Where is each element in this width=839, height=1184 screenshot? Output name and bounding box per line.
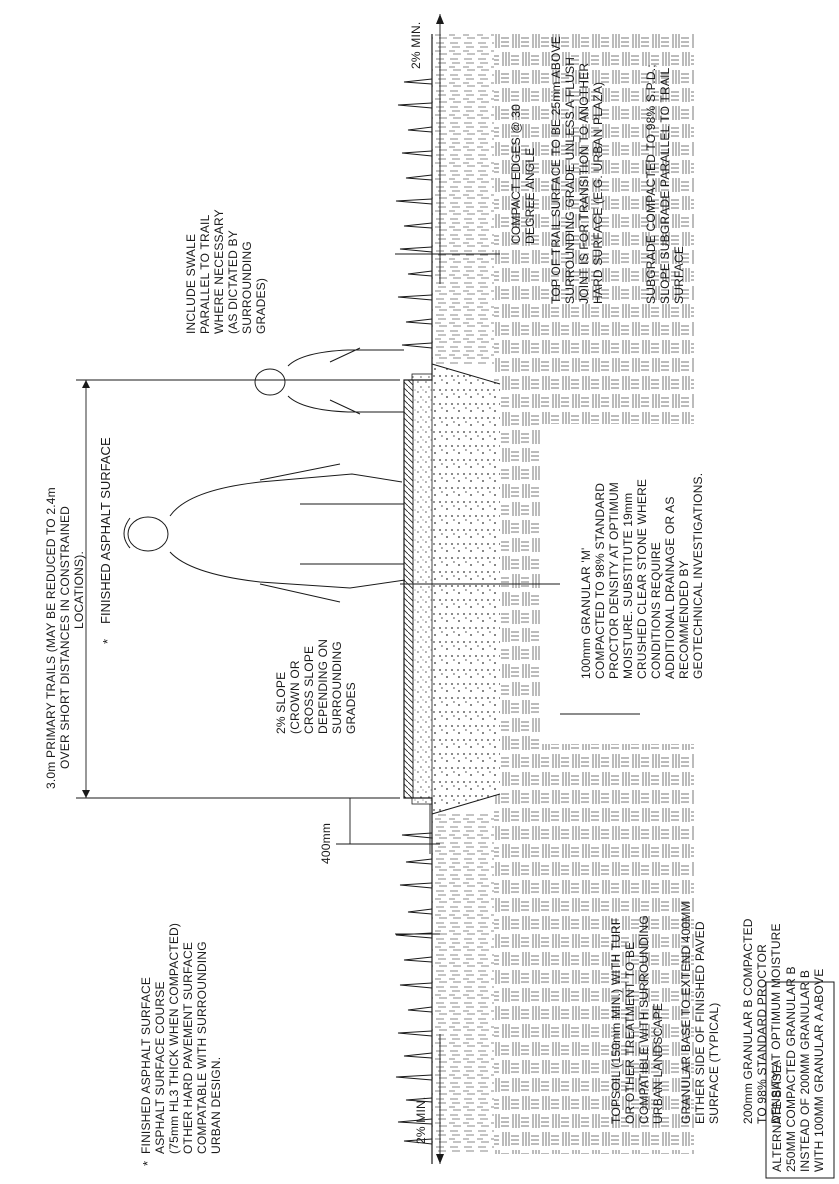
grass-tuft-icon (395, 78, 433, 1145)
asterisk-symbol: * (100, 639, 115, 644)
alternate-base-frame (765, 981, 835, 1179)
slope-min-left: 2% MIN. (414, 1097, 428, 1144)
left-subgrade (494, 744, 694, 1154)
granular-m-label: 100mm GRANULAR 'M' COMPACTED TO 98% STAN… (579, 473, 705, 679)
right-topsoil (432, 34, 494, 364)
right-bank (432, 34, 694, 424)
right-subgrade (494, 34, 694, 424)
swale-label: INCLUDE SWALE PARALLEL TO TRAIL WHERE NE… (184, 206, 268, 334)
asphalt-surface (403, 379, 414, 799)
slope-label: 2% SLOPE (CROWN OR CROSS SLOPE DEPENDING… (274, 635, 358, 734)
pavement-structure (403, 363, 540, 815)
compact-edges-label: COMPACT EDGES @ 30 DEGREE ANGLE (509, 100, 537, 244)
child-figure-icon (254, 347, 404, 415)
finished-asphalt-label: FINISHED ASPHALT SURFACE (98, 437, 113, 624)
top-of-trail-label: TOP OF TRAIL SURFACE TO BE 25mm ABOVE SU… (549, 33, 605, 304)
subgrade-label: SUBGRADE COMPACTED TO 98% S.P.D.; SLOPE … (644, 61, 686, 304)
adult-figure-icon (123, 463, 406, 603)
subgrade-under-base (500, 384, 540, 794)
granular-m-layer (411, 373, 433, 805)
left-bank (432, 744, 694, 1154)
arrow-icon (82, 14, 444, 1164)
topsoil-label: TOPSOIL (150mm MIN.) WITH TURF OR OTHER … (609, 911, 665, 1124)
finished-course-label: * FINISHED ASPHALT SURFACE ASPHALT SURFA… (139, 919, 223, 1166)
dim-400-label: 400mm (319, 823, 333, 864)
leader-lines (76, 14, 640, 1164)
granular-base-label: GRANULAR BASE TO EXTEND 400MM EITHER SID… (679, 898, 721, 1124)
slope-min-right: 2% MIN. (409, 22, 423, 69)
alternate-base-label: ALTERNATE BASE: 250MM COMPACTED GRANULAR… (770, 963, 826, 1172)
left-topsoil (432, 814, 494, 1154)
primary-width-label: 3.0m PRIMARY TRAILS (MAY BE REDUCED TO 2… (44, 484, 86, 789)
